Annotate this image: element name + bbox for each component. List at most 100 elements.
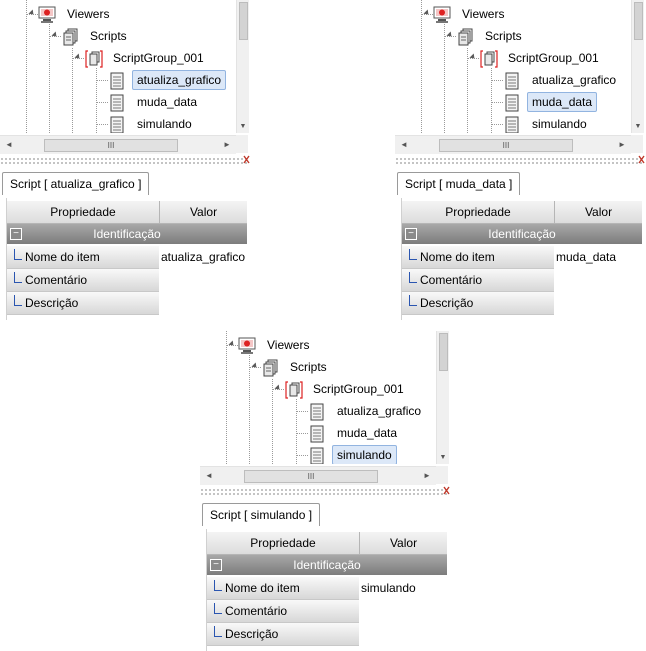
property-value[interactable]: atualiza_grafico: [161, 250, 246, 264]
close-icon[interactable]: [443, 486, 450, 495]
project-tree[interactable]: Viewers Scripts: [0, 0, 236, 133]
column-header-property[interactable]: Propriedade: [207, 532, 360, 554]
expand-arrow-icon[interactable]: [423, 9, 431, 17]
property-row[interactable]: Descrição: [207, 623, 447, 646]
tab-script[interactable]: Script [ muda_data ]: [397, 172, 521, 195]
property-name-cell: Descrição: [207, 623, 359, 646]
script-document-icon: [308, 447, 328, 464]
tree-guide-line: [72, 58, 84, 59]
collapse-icon[interactable]: −: [10, 228, 22, 240]
project-tree[interactable]: Viewers Scripts: [395, 0, 631, 133]
property-row[interactable]: Descrição: [7, 292, 247, 315]
tree-node-label: Viewers: [67, 7, 110, 21]
column-header-value[interactable]: Valor: [389, 536, 418, 550]
property-value[interactable]: [556, 269, 642, 291]
scripts-folder-icon: [456, 28, 476, 52]
panel-splitter[interactable]: [0, 155, 250, 164]
tab-script[interactable]: Script [ simulando ]: [202, 503, 321, 526]
category-identificacao[interactable]: − Identificação: [402, 224, 642, 244]
scrollbar-thumb[interactable]: III: [244, 470, 378, 483]
vertical-scrollbar[interactable]: ▼: [436, 331, 449, 464]
scroll-right-arrow-icon[interactable]: ►: [223, 140, 231, 149]
property-value[interactable]: [361, 623, 447, 645]
property-row[interactable]: Comentário: [7, 269, 247, 292]
category-label: Identificação: [488, 227, 556, 241]
tree-node-label: muda_data: [527, 92, 598, 112]
property-row[interactable]: Nome do item muda_data: [402, 246, 642, 269]
scroll-left-arrow-icon[interactable]: ◄: [5, 140, 13, 149]
property-grid-header: Propriedade Valor: [207, 532, 447, 555]
scroll-right-arrow-icon[interactable]: ►: [423, 471, 431, 480]
tab-script[interactable]: Script [ atualiza_grafico ]: [2, 172, 150, 195]
collapse-icon[interactable]: −: [405, 228, 417, 240]
scrollbar-thumb[interactable]: [634, 2, 643, 40]
tree-elbow-icon: [409, 249, 417, 260]
tree-guide-line: [49, 36, 61, 37]
expand-arrow-icon[interactable]: [28, 9, 36, 17]
property-row[interactable]: Comentário: [207, 600, 447, 623]
scroll-left-arrow-icon[interactable]: ◄: [205, 471, 213, 480]
property-name-cell: Comentário: [207, 600, 359, 623]
expand-arrow-icon[interactable]: [446, 31, 454, 39]
expand-arrow-icon[interactable]: [228, 340, 236, 348]
scroll-down-arrow-icon[interactable]: ▼: [439, 454, 447, 461]
property-value[interactable]: [161, 269, 247, 291]
scrollbar-thumb[interactable]: [439, 333, 448, 371]
tree-guide-line: [249, 367, 261, 368]
property-name-cell: Comentário: [402, 269, 554, 292]
expand-arrow-icon[interactable]: [51, 31, 59, 39]
property-row[interactable]: Comentário: [402, 269, 642, 292]
property-name-cell: Descrição: [402, 292, 554, 315]
column-header-value[interactable]: Valor: [189, 205, 218, 219]
tree-guide-line: [491, 68, 492, 133]
panel-splitter[interactable]: [395, 155, 645, 164]
property-value[interactable]: muda_data: [556, 250, 617, 264]
tree-guide-line: [96, 124, 108, 125]
horizontal-scrollbar[interactable]: ◄ III ►: [395, 135, 631, 154]
viewer-monitor-icon: [433, 6, 453, 30]
tree-guide-line: [296, 411, 308, 412]
collapse-icon[interactable]: −: [210, 559, 222, 571]
column-header-value[interactable]: Valor: [584, 205, 613, 219]
tree-node-label: atualiza_grafico: [132, 70, 227, 90]
property-row[interactable]: Nome do item simulando: [207, 577, 447, 600]
property-value[interactable]: [556, 292, 642, 314]
scroll-left-arrow-icon[interactable]: ◄: [400, 140, 408, 149]
category-identificacao[interactable]: − Identificação: [7, 224, 247, 244]
scrollbar-corner: [631, 135, 643, 153]
property-name: Nome do item: [420, 250, 495, 264]
property-row[interactable]: Descrição: [402, 292, 642, 315]
scroll-down-arrow-icon[interactable]: ▼: [634, 123, 642, 130]
scrollbar-thumb[interactable]: III: [439, 139, 573, 152]
scroll-right-arrow-icon[interactable]: ►: [618, 140, 626, 149]
scrollbar-thumb[interactable]: III: [44, 139, 178, 152]
property-grid: Propriedade Valor − Identificação Nome d…: [6, 198, 247, 320]
property-value[interactable]: [161, 292, 247, 314]
expand-arrow-icon[interactable]: [274, 384, 282, 392]
property-name: Nome do item: [225, 581, 300, 595]
category-identificacao[interactable]: − Identificação: [207, 555, 447, 575]
column-header-property[interactable]: Propriedade: [7, 201, 160, 223]
tree-guide-line: [26, 0, 27, 133]
property-name-cell: Descrição: [7, 292, 159, 315]
expand-arrow-icon[interactable]: [251, 362, 259, 370]
expand-arrow-icon[interactable]: [74, 53, 82, 61]
vertical-scrollbar[interactable]: ▼: [236, 0, 249, 133]
close-icon[interactable]: [638, 155, 645, 164]
project-tree[interactable]: Viewers Scripts: [200, 331, 436, 464]
expand-arrow-icon[interactable]: [469, 53, 477, 61]
close-icon[interactable]: [243, 155, 250, 164]
property-value[interactable]: simulando: [361, 581, 416, 595]
horizontal-scrollbar[interactable]: ◄ III ►: [0, 135, 236, 154]
horizontal-scrollbar[interactable]: ◄ III ►: [200, 466, 436, 485]
tree-node-label: ScriptGroup_001: [508, 51, 599, 65]
scrollbar-thumb[interactable]: [239, 2, 248, 40]
vertical-scrollbar[interactable]: ▼: [631, 0, 644, 133]
property-value[interactable]: [361, 600, 447, 622]
property-row[interactable]: Nome do item atualiza_grafico: [7, 246, 247, 269]
scroll-down-arrow-icon[interactable]: ▼: [239, 123, 247, 130]
tree-guide-line: [467, 48, 468, 133]
panel-splitter[interactable]: [200, 486, 450, 495]
column-header-property[interactable]: Propriedade: [402, 201, 555, 223]
script-document-icon: [108, 116, 128, 133]
